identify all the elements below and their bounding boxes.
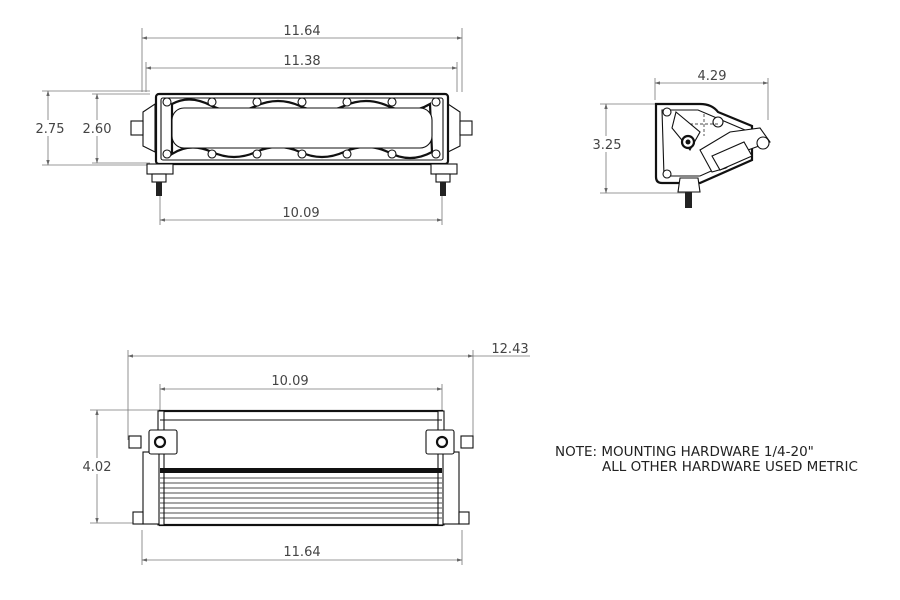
note-line-1: NOTE: MOUNTING HARDWARE 1/4-20": [555, 444, 814, 460]
dim-side-depth: 4.29: [698, 69, 727, 84]
dim-overall-width: 11.64: [283, 24, 320, 39]
dim-bracket-spacing: 10.09: [282, 206, 319, 221]
dim-top-depth: 4.02: [83, 460, 112, 475]
dim-top-bracket-spacing: 10.09: [271, 374, 308, 389]
light-bar-side: [654, 102, 771, 208]
front-view: 11.64 11.38 10.09 2.75 2.60: [34, 24, 473, 225]
dim-lens-width: 11.38: [283, 54, 320, 69]
dim-overall-height: 2.75: [36, 122, 65, 137]
dim-side-height: 3.25: [593, 138, 622, 153]
hardware-note: NOTE: MOUNTING HARDWARE 1/4-20" ALL OTHE…: [555, 444, 858, 475]
dim-overall-with-hardware: 12.43: [491, 342, 528, 357]
screw-row-top: [162, 97, 441, 107]
screw-row-bottom: [162, 149, 441, 159]
heat-sink-fins: [160, 477, 442, 519]
dim-top-overall-width: 11.64: [283, 545, 320, 560]
light-bar-front: [130, 92, 473, 196]
side-view: 4.29 3.25: [590, 69, 771, 208]
top-view: 12.43 10.09 4.02 11.64: [80, 342, 530, 565]
note-line-2: ALL OTHER HARDWARE USED METRIC: [602, 459, 858, 475]
dim-lens-height: 2.60: [83, 122, 112, 137]
light-bar-top: [128, 409, 474, 527]
